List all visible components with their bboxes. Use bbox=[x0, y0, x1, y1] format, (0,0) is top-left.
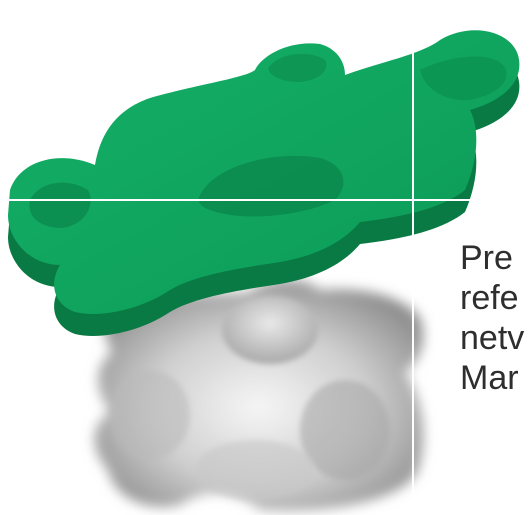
puzzle-hole-icon bbox=[94, 279, 424, 511]
text-line: netv bbox=[460, 319, 525, 357]
text-line: refe bbox=[460, 279, 519, 317]
slide-body-text: Pre refe netv Mar bbox=[460, 238, 532, 398]
text-line: Pre bbox=[460, 239, 513, 277]
puzzle-piece-icon bbox=[8, 30, 520, 336]
text-line: Mar bbox=[460, 359, 519, 397]
guide-lines bbox=[0, 40, 470, 515]
